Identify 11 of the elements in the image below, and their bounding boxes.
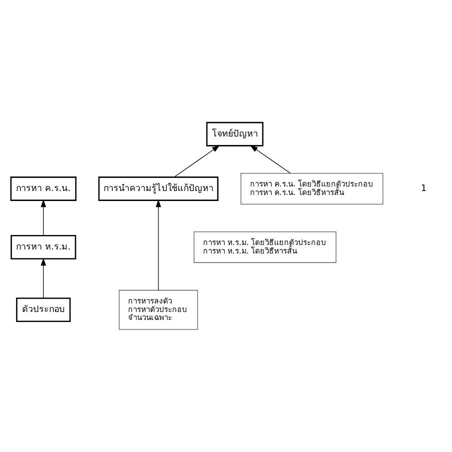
node-box: ตัวประกอบ — [16, 298, 71, 322]
arrow — [250, 145, 291, 174]
arrow — [40, 258, 46, 299]
node-box: การหา ค.ร.น. — [10, 176, 76, 201]
node-box: การนำความรู้ไปใช้แก้ปัญหา — [98, 176, 218, 201]
arrow — [174, 145, 220, 178]
arrow — [156, 199, 162, 291]
node-box: โจทย์ปัญหา — [206, 122, 264, 146]
label: 1 — [420, 184, 427, 194]
node-box: การหา ห.ร.ม. — [10, 235, 76, 260]
arrow — [40, 199, 46, 236]
